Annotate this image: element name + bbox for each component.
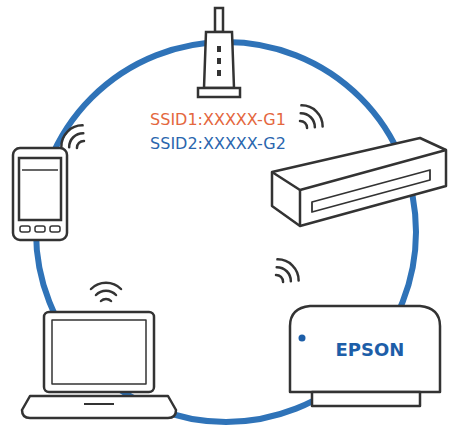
ssid-label: SSID2:XXXXX-G2 bbox=[148, 135, 288, 153]
brand-label: EPSON bbox=[334, 340, 407, 360]
ssid-label: SSID1:XXXXX-G1 bbox=[148, 111, 288, 129]
wireless-device bbox=[272, 138, 446, 226]
printer bbox=[290, 306, 440, 406]
laptop bbox=[22, 312, 176, 418]
smartphone bbox=[13, 148, 67, 240]
wifi-symbols bbox=[57, 101, 327, 301]
access-point bbox=[198, 8, 240, 97]
